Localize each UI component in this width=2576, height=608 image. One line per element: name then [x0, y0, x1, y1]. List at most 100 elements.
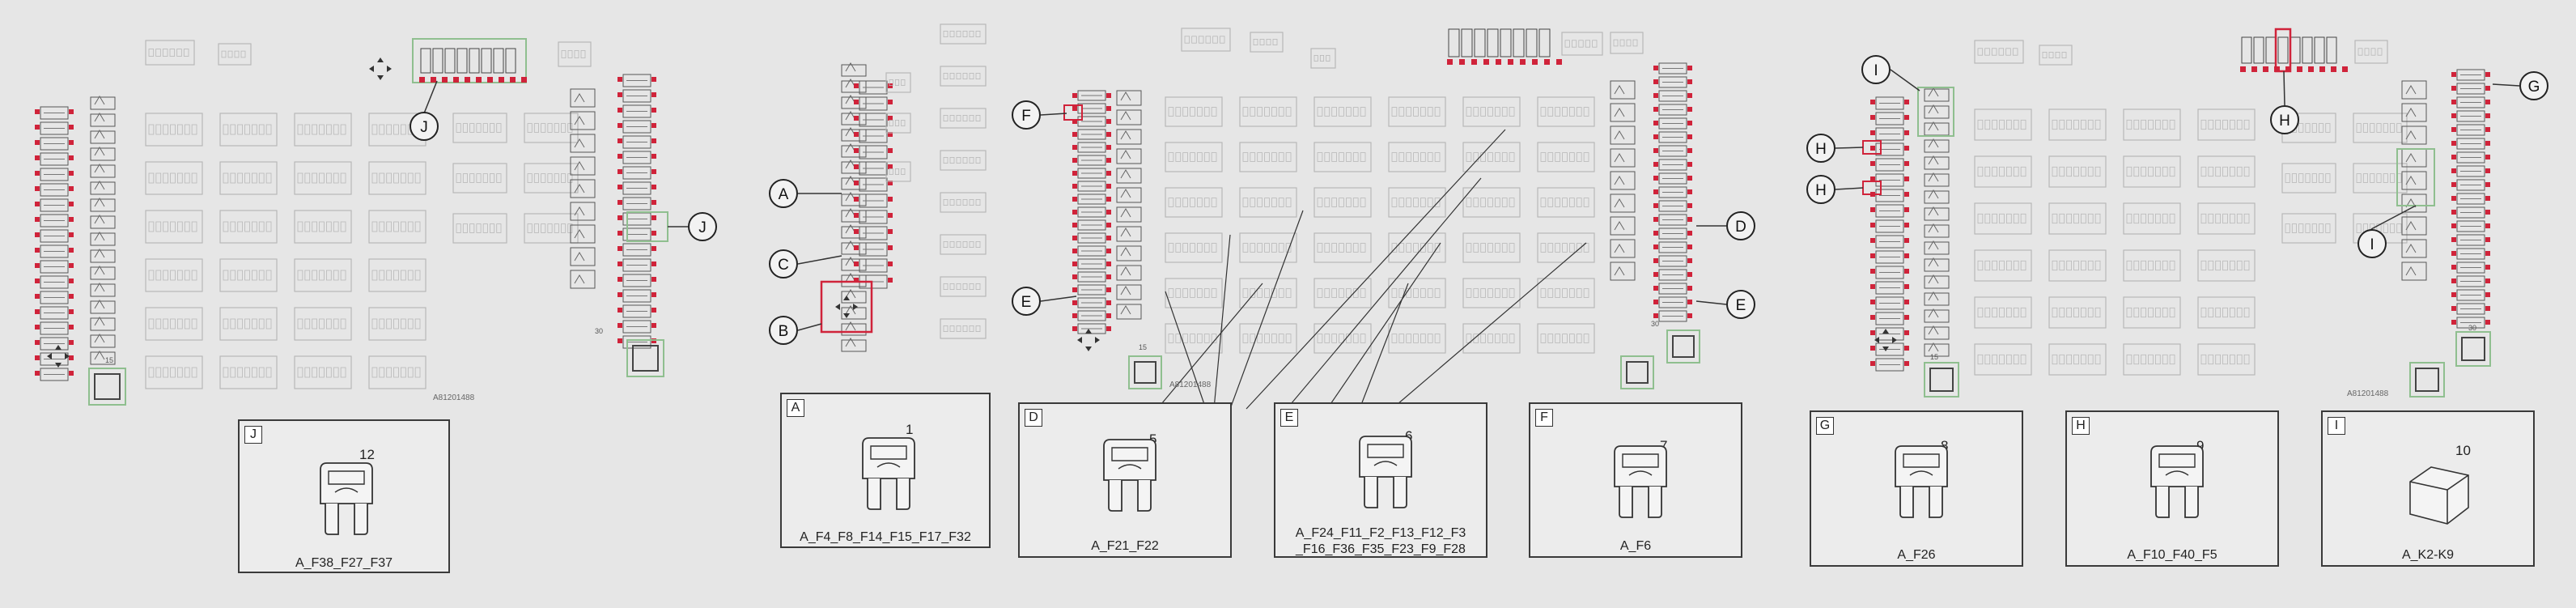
fuse-slot — [859, 80, 888, 95]
relay-slot — [1924, 122, 1950, 136]
connector-pin — [2285, 223, 2290, 233]
fuse-terminal-highlight — [2451, 251, 2456, 256]
fuse-slot — [1875, 189, 1904, 202]
connector — [1462, 142, 1521, 172]
detail-number-i: 10 — [2455, 443, 2471, 458]
connector-pin — [1495, 198, 1500, 207]
connector-pin — [265, 172, 272, 184]
connector-pin — [386, 318, 392, 330]
fuse-terminal-highlight — [431, 77, 436, 83]
fuse-terminal-highlight — [888, 116, 893, 121]
fuse-terminal-highlight — [1687, 244, 1692, 249]
connector-pin — [1583, 152, 1589, 162]
fuse-terminal-highlight — [487, 77, 493, 83]
fuse-terminal-highlight — [2485, 237, 2490, 242]
highlight-frame-h — [2274, 28, 2292, 73]
connector-pin — [340, 367, 346, 378]
connector-pin — [2133, 354, 2140, 365]
relay-symbol — [1928, 104, 1939, 114]
connector-pin — [1175, 152, 1182, 162]
connector-pin — [1278, 198, 1284, 207]
fuse-terminal-highlight — [1532, 59, 1538, 65]
connector — [1537, 278, 1595, 308]
connector-pin — [2141, 354, 2146, 365]
fuse-terminal-highlight — [1106, 300, 1111, 305]
connector-pin — [333, 221, 339, 232]
connector-pin — [2396, 223, 2402, 233]
connector-pin — [2073, 260, 2079, 271]
connector-pin — [476, 223, 482, 233]
connector-pin — [2066, 307, 2072, 318]
connector-pin — [1420, 334, 1426, 343]
connector — [1974, 40, 2024, 64]
connector — [1239, 323, 1297, 354]
fuse-terminal-highlight — [854, 148, 859, 153]
connector — [452, 113, 507, 143]
fuse-terminal-highlight — [1870, 330, 1875, 335]
connector-pin — [561, 173, 567, 183]
connector-pin — [1547, 107, 1554, 117]
fuse-terminal-highlight — [617, 138, 622, 143]
connector — [1165, 323, 1223, 354]
connector-pin — [2126, 260, 2133, 271]
fuse-slot — [2314, 36, 2325, 64]
connector-pin — [2162, 166, 2168, 177]
board-code-3: A81201488 — [2347, 389, 2389, 398]
connector-pin — [2311, 173, 2317, 183]
fuse-terminal-highlight — [1870, 130, 1875, 135]
detail-letter-f: F — [1535, 409, 1553, 427]
fuse-terminal-highlight — [69, 325, 74, 330]
connector-pin — [184, 172, 190, 184]
relay-slot — [1610, 103, 1636, 122]
connector-pin — [2383, 123, 2388, 133]
relay-slot — [1924, 105, 1950, 119]
relay-slot — [90, 249, 116, 263]
connector-pin — [490, 223, 495, 233]
connector-pin — [1406, 243, 1411, 253]
fuse-terminal-highlight — [888, 229, 893, 234]
connector-pin — [223, 367, 229, 378]
connector-pin — [1271, 198, 1277, 207]
connector-pin — [1977, 354, 1984, 365]
fuse-terminal-highlight — [2451, 265, 2456, 270]
connector-pin — [2319, 223, 2324, 233]
relay-square-core — [1929, 368, 1954, 392]
connector-pin — [1406, 334, 1411, 343]
connector-pin — [969, 240, 974, 248]
connector-pin — [148, 270, 155, 281]
fuse-terminal-highlight — [69, 294, 74, 299]
connector-pin — [2377, 48, 2383, 56]
fuse-terminal-highlight — [2485, 210, 2490, 215]
fuse-terminal-highlight — [1870, 284, 1875, 289]
connector-pin — [2013, 213, 2019, 224]
fuse-slot — [1658, 214, 1687, 226]
connector-pin — [1413, 334, 1419, 343]
connector-pin — [191, 124, 197, 135]
connector-pin — [265, 318, 272, 330]
relay-symbol — [2405, 85, 2417, 95]
connector-pin — [533, 223, 539, 233]
connector-pin — [1413, 198, 1419, 207]
connector-pin — [1420, 152, 1426, 162]
connector-pin — [1473, 288, 1479, 298]
connector-pin — [177, 270, 183, 281]
fuse-slot — [1658, 310, 1687, 322]
fuse-terminal-highlight — [651, 215, 656, 220]
connector-pin — [1540, 334, 1547, 343]
fuse-terminal-highlight — [1106, 197, 1111, 202]
connector-pin — [297, 318, 303, 330]
connector-pin — [1487, 243, 1493, 253]
connector-pin — [297, 124, 303, 135]
blade-fuse-icon — [320, 462, 373, 535]
fuse-terminal-highlight — [2451, 127, 2456, 132]
connector — [2354, 40, 2388, 64]
fuse-terminal-highlight — [2485, 141, 2490, 146]
connector-pin — [1977, 119, 1984, 130]
connector-pin — [2148, 307, 2154, 318]
connector-pin — [1197, 243, 1203, 253]
connector-pin — [2208, 307, 2214, 318]
fuse-terminal-highlight — [888, 213, 893, 218]
fuse-terminal-highlight — [1687, 79, 1692, 84]
fuse-terminal-highlight — [1106, 261, 1111, 266]
relay-slot — [841, 161, 867, 174]
